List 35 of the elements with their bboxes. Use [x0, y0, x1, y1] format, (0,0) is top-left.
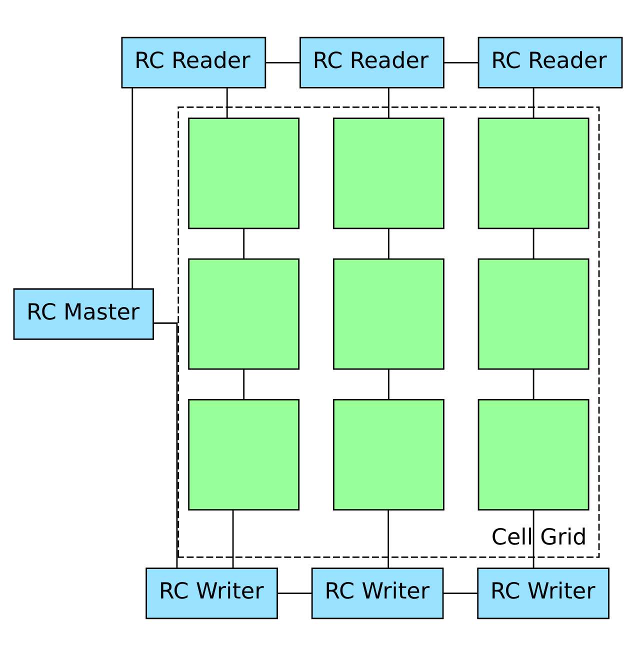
connector	[226, 88, 228, 118]
node-box: RC Reader	[121, 36, 266, 88]
connector	[532, 510, 534, 568]
node-box: RC Writer	[146, 568, 278, 620]
connector	[277, 592, 312, 594]
node-box	[478, 258, 590, 370]
node-box	[478, 118, 590, 230]
connector	[532, 369, 534, 400]
connector	[444, 62, 478, 64]
node-box	[478, 399, 590, 510]
connector	[443, 592, 478, 594]
connector	[388, 228, 390, 260]
node-box: RC Writer	[477, 568, 610, 620]
connector	[532, 228, 534, 260]
node-box: RC Reader	[300, 36, 444, 88]
node-box	[332, 399, 444, 510]
connector	[153, 322, 178, 568]
node-box	[188, 258, 300, 370]
connector	[266, 62, 300, 64]
connector	[388, 369, 390, 400]
connector	[388, 88, 390, 118]
node-box	[188, 399, 300, 510]
node-box: RC Reader	[478, 36, 623, 88]
connector	[243, 228, 245, 260]
node-box	[332, 258, 444, 370]
node-box	[332, 118, 444, 230]
connector	[132, 88, 134, 289]
node-box: RC Master	[13, 288, 154, 340]
node-box: RC Writer	[311, 568, 444, 620]
connector	[232, 510, 234, 568]
node-box	[188, 118, 300, 230]
connector	[243, 369, 245, 400]
cluster: Cell Grid	[178, 106, 600, 558]
connector	[532, 88, 534, 118]
connector	[388, 510, 390, 568]
